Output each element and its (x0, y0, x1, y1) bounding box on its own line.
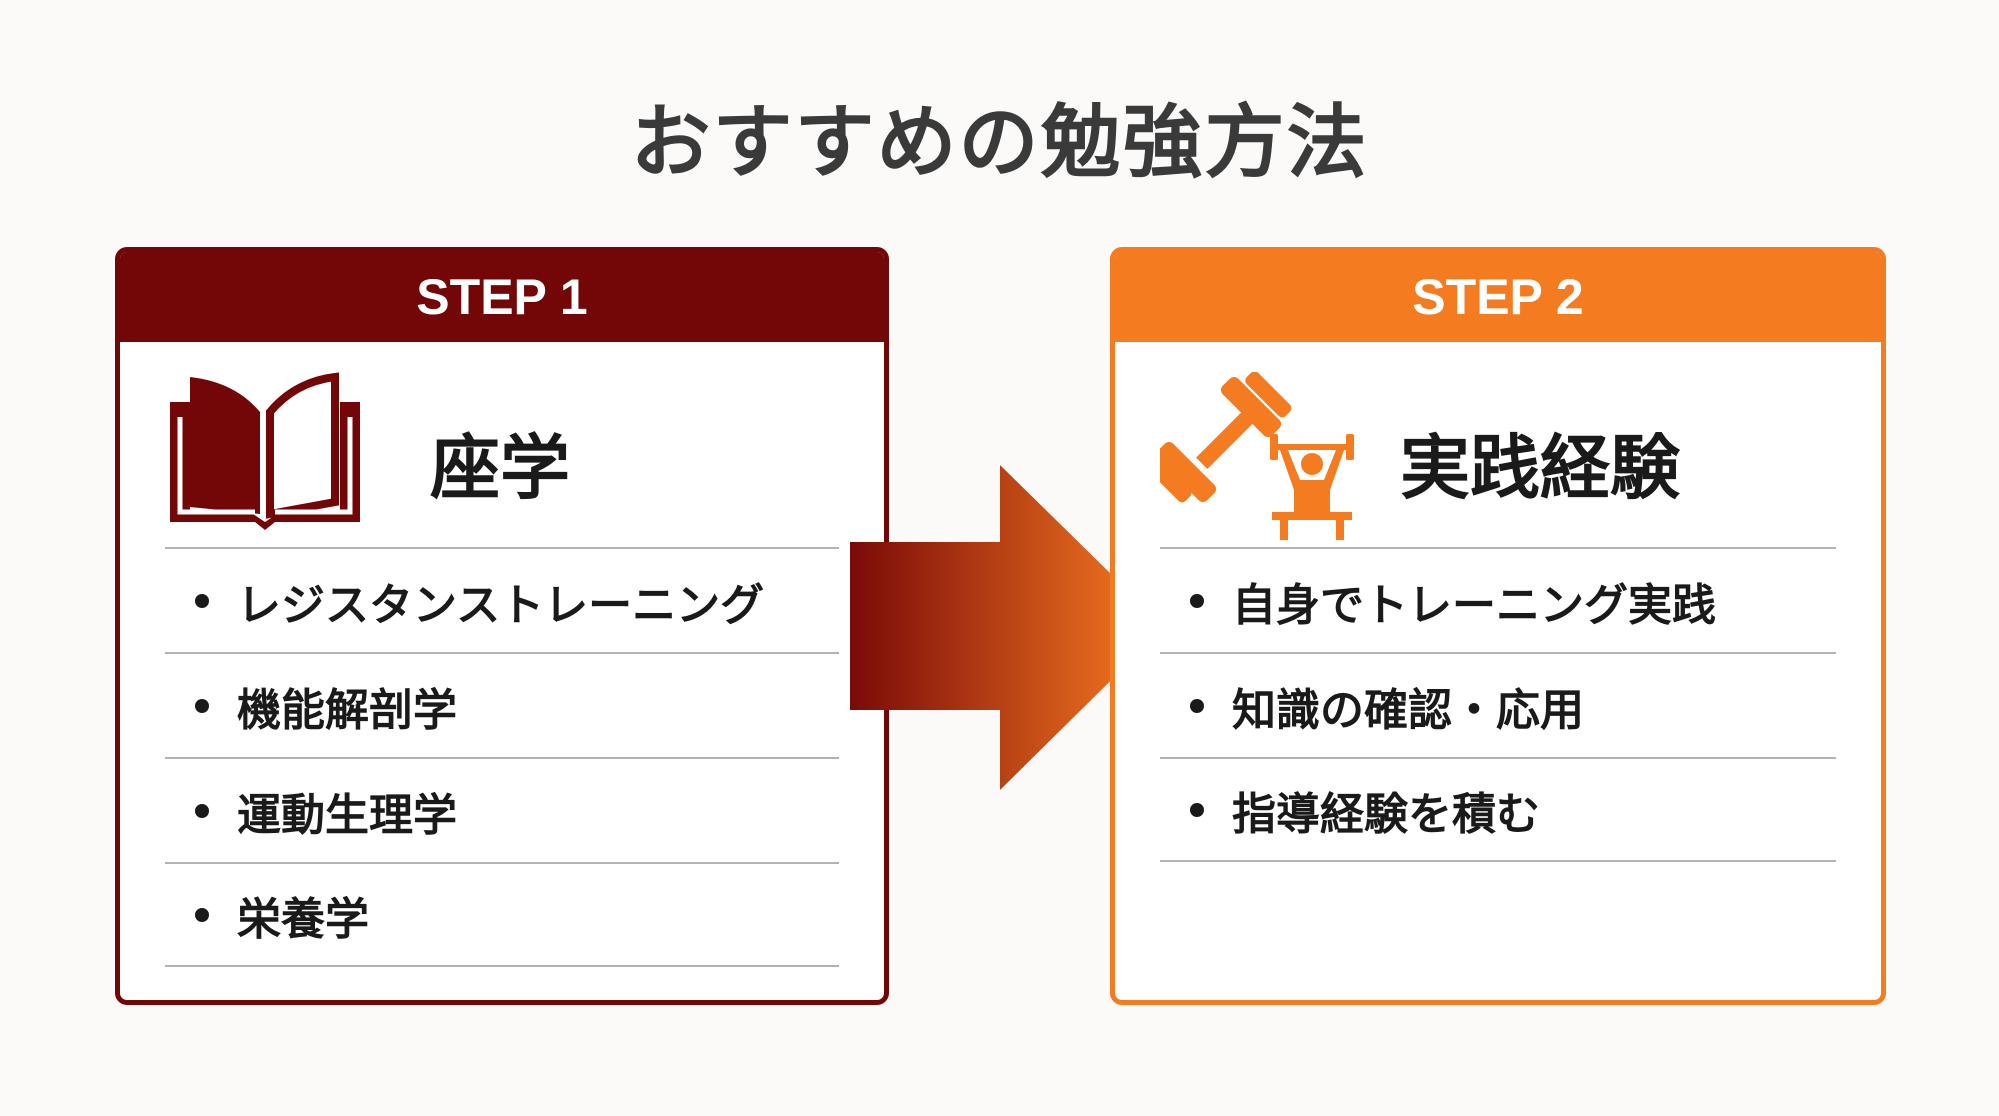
list-item: 栄養学 (165, 862, 839, 967)
step2-header: STEP 2 (1115, 252, 1881, 342)
step2-card: STEP 2 実践経験 自身でトレーニング実践 知識の確認・応用 指導経験を積む (1110, 247, 1886, 1005)
list-item: レジスタンストレーニング (165, 547, 839, 652)
list-item: 自身でトレーニング実践 (1160, 547, 1836, 652)
book-icon (170, 372, 360, 530)
step2-section: 実践経験 (1115, 352, 1881, 542)
item-text: 機能解剖学 (237, 684, 457, 736)
bullet-icon (1190, 802, 1204, 817)
item-text: 栄養学 (237, 893, 369, 945)
dumbbell-lifter-icon (1160, 372, 1354, 540)
step1-section: 座学 (120, 352, 884, 542)
item-text: レジスタンストレーニング (237, 579, 765, 631)
bullet-icon (195, 907, 209, 922)
item-text: 知識の確認・応用 (1232, 684, 1584, 736)
step1-heading: 座学 (430, 427, 570, 509)
bullet-icon (195, 803, 209, 818)
item-text: 自身でトレーニング実践 (1232, 579, 1716, 631)
step1-header: STEP 1 (120, 252, 884, 342)
bullet-icon (195, 593, 209, 608)
arrow-right-icon (850, 465, 1165, 790)
bullet-icon (1190, 698, 1204, 713)
step2-list: 自身でトレーニング実践 知識の確認・応用 指導経験を積む (1160, 547, 1836, 862)
list-item: 指導経験を積む (1160, 757, 1836, 862)
bullet-icon (1190, 593, 1204, 608)
step1-card: STEP 1 座学 レジスタンストレーニング 機能解剖学 運動生理学 栄養学 (115, 247, 889, 1005)
list-item: 運動生理学 (165, 757, 839, 862)
list-item: 機能解剖学 (165, 652, 839, 757)
bullet-icon (195, 698, 209, 713)
step2-heading: 実践経験 (1400, 427, 1680, 509)
page-title: おすすめの勉強方法 (630, 96, 1369, 189)
list-item: 知識の確認・応用 (1160, 652, 1836, 757)
step1-list: レジスタンストレーニング 機能解剖学 運動生理学 栄養学 (165, 547, 839, 967)
item-text: 運動生理学 (237, 789, 457, 841)
item-text: 指導経験を積む (1232, 788, 1540, 840)
